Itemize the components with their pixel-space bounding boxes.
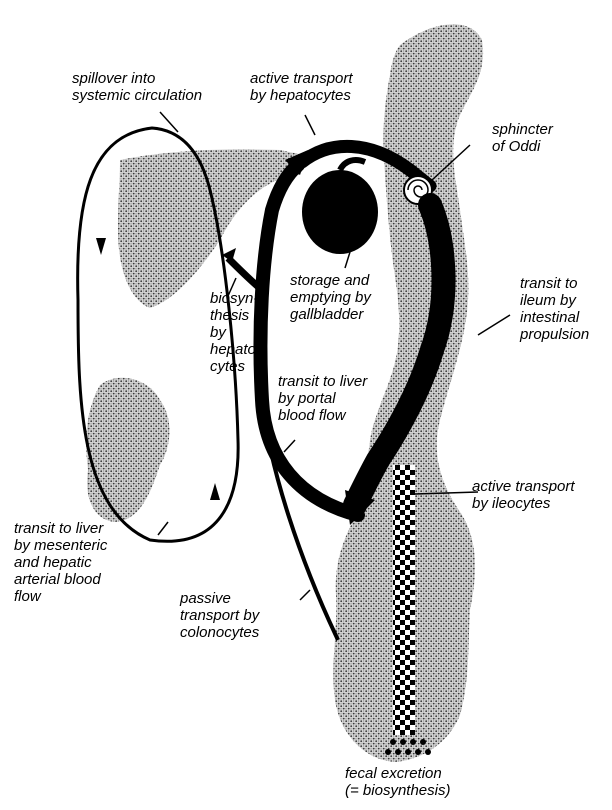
label-active-transport-hepatocytes: active transport by hepatocytes xyxy=(250,70,353,104)
colon-left xyxy=(86,378,169,522)
label-transit-portal: transit to liver by portal blood flow xyxy=(278,373,367,424)
label-biosynthesis: biosyn- thesis by hepato- cytes xyxy=(210,290,261,375)
cystic-duct xyxy=(340,160,365,170)
label-active-transport-ileocytes: active transport by ileocytes xyxy=(472,478,575,512)
label-storage-gallbladder: storage and emptying by gallbladder xyxy=(290,272,371,323)
label-spillover: spillover into systemic circulation xyxy=(72,70,202,104)
label-transit-mesenteric: transit to liver by mesenteric and hepat… xyxy=(14,520,107,605)
arrow-loop-up xyxy=(210,483,220,500)
label-transit-to-ileum: transit to ileum by intestinal propulsio… xyxy=(520,275,589,343)
label-sphincter-of-oddi: sphincter of Oddi xyxy=(492,121,553,155)
liver xyxy=(118,149,308,308)
ileocyte-column xyxy=(393,465,415,735)
label-fecal-excretion: fecal excretion (= biosynthesis) xyxy=(345,765,450,799)
label-passive-transport: passive transport by colonocytes xyxy=(180,590,259,641)
gallbladder xyxy=(302,170,378,254)
arrow-loop-down xyxy=(96,238,106,255)
